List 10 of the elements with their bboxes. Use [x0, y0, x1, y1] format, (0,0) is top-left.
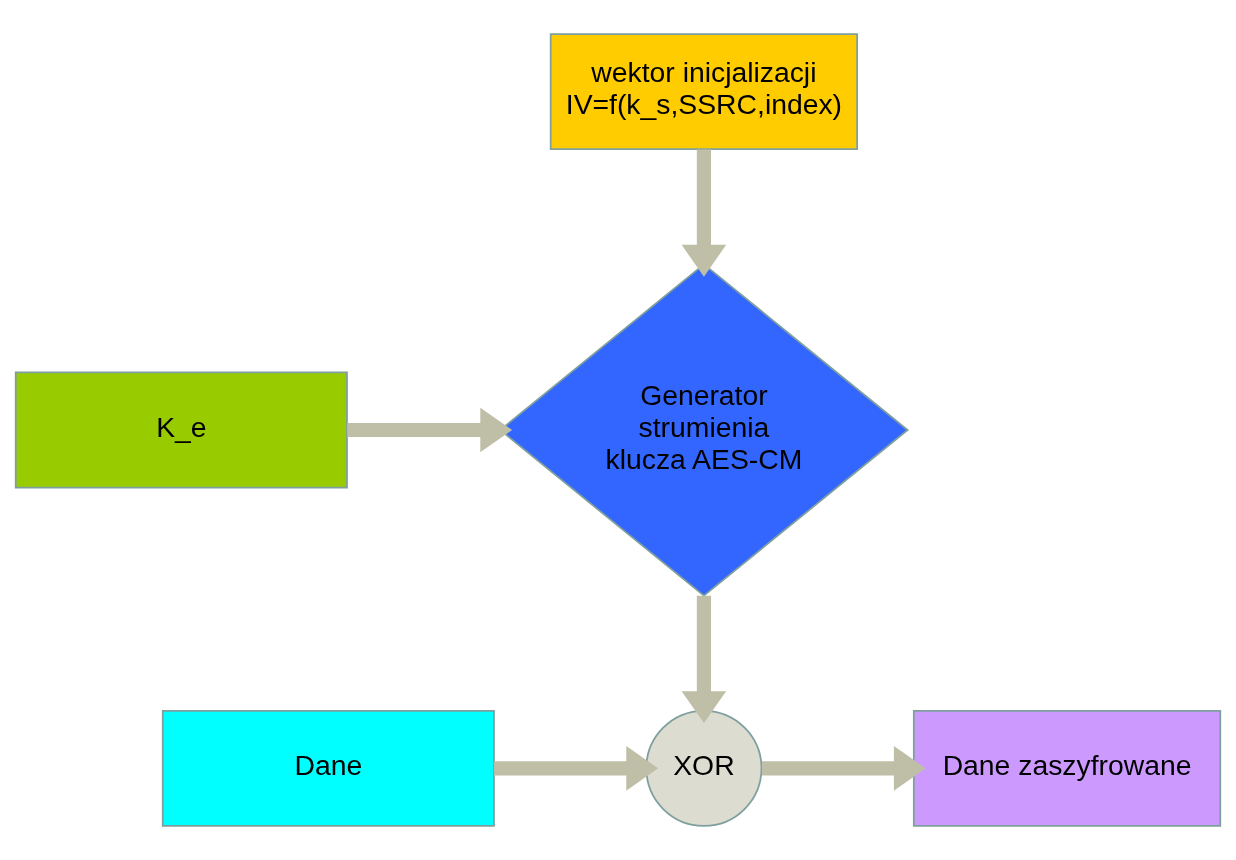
- arrow: [347, 407, 513, 453]
- arrow: [681, 149, 727, 277]
- node-circle: XOR: [645, 709, 763, 827]
- node-box: Dane: [161, 709, 495, 827]
- arrow: [762, 746, 926, 791]
- arrow: [681, 595, 727, 724]
- node-box: K_e: [14, 371, 348, 489]
- node-box: Dane zaszyfrowane: [912, 709, 1222, 827]
- node-box: wektor inicjalizacji IV=f(k_s,SSRC,index): [549, 33, 859, 151]
- arrow: [494, 746, 659, 791]
